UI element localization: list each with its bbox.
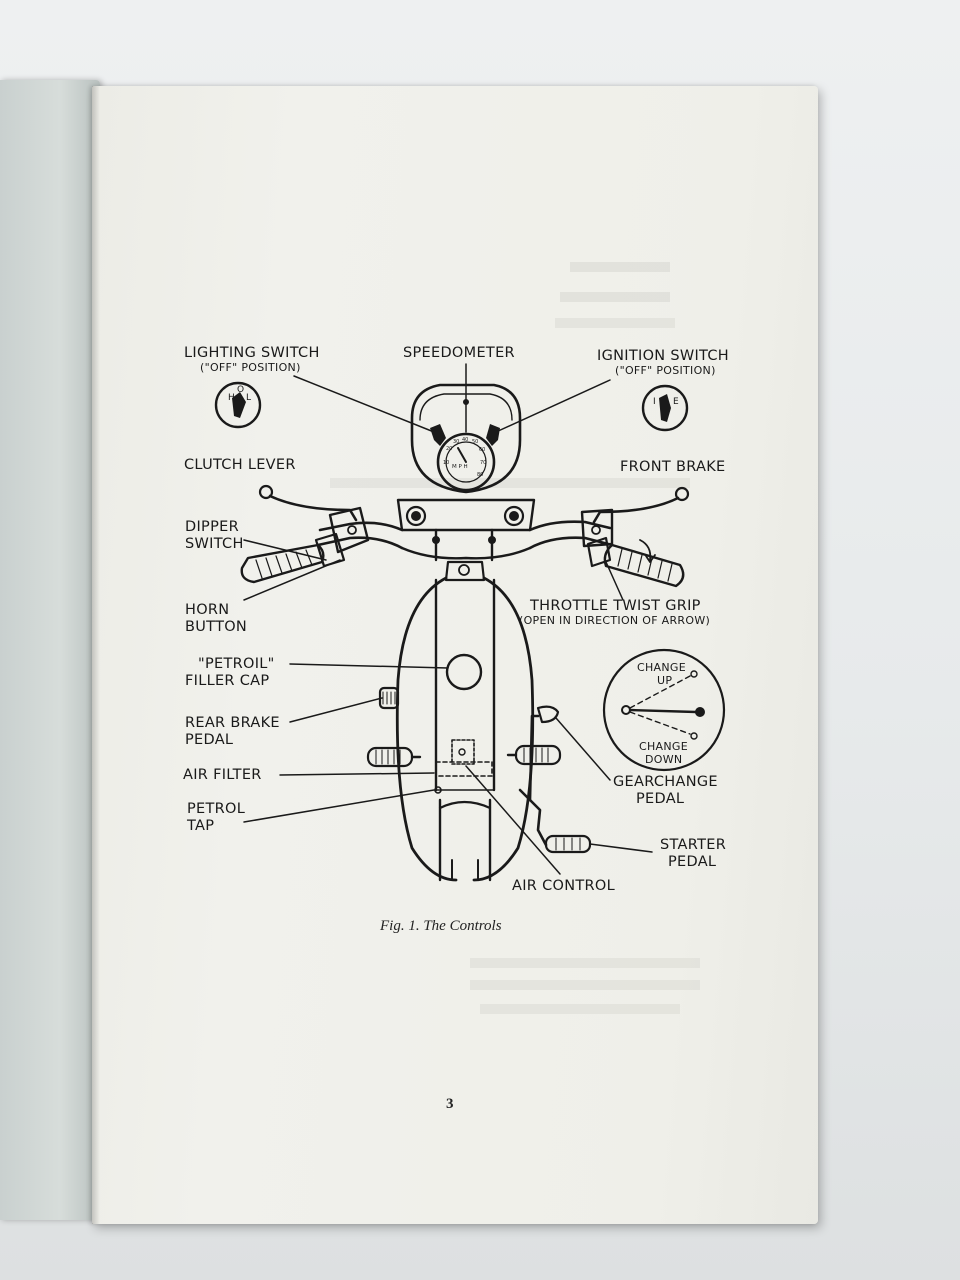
speedo-tick-80: 80 bbox=[477, 472, 483, 478]
label-dipper-switch-2: SWITCH bbox=[185, 536, 244, 552]
label-petrol-tap-1: PETROL bbox=[187, 801, 246, 817]
speedo-unit: M P H bbox=[452, 464, 468, 470]
handlebar-clamp bbox=[396, 498, 536, 532]
label-change-down-2: DOWN bbox=[645, 753, 683, 766]
front-fork bbox=[438, 798, 492, 882]
label-rear-brake-1: REAR BRAKE bbox=[185, 715, 280, 731]
label-gearchange-2: PEDAL bbox=[636, 791, 685, 807]
speedo-tick-60: 60 bbox=[479, 447, 485, 453]
lighting-switch-letter-o: O bbox=[237, 385, 244, 395]
speedometer-nacelle: M P H 20 30 40 50 60 70 10 80 bbox=[410, 383, 522, 494]
label-petroil-2: FILLER CAP bbox=[185, 673, 270, 689]
lighting-switch-letter-l: L bbox=[246, 393, 251, 403]
label-ignition-switch-position: ("OFF" POSITION) bbox=[615, 364, 716, 377]
label-lighting-switch-position: ("OFF" POSITION) bbox=[200, 361, 301, 374]
speedo-tick-70: 70 bbox=[480, 460, 486, 466]
label-change-down-1: CHANGE bbox=[639, 740, 688, 753]
label-throttle-direction: (OPEN IN DIRECTION OF ARROW) bbox=[519, 614, 711, 627]
label-dipper-switch-1: DIPPER bbox=[185, 519, 239, 535]
label-air-filter: AIR FILTER bbox=[183, 767, 262, 783]
lighting-switch-letter-h: H bbox=[228, 393, 235, 403]
figure-caption: Fig. 1. The Controls bbox=[380, 918, 502, 934]
label-petrol-tap-2: TAP bbox=[187, 818, 215, 834]
ignition-switch-letter-e: E bbox=[673, 397, 679, 407]
speedo-tick-30: 30 bbox=[453, 439, 459, 445]
speedo-tick-50: 50 bbox=[472, 439, 478, 445]
petroil-filler-cap bbox=[445, 653, 483, 691]
leg-shield bbox=[395, 528, 535, 882]
gear-change-indicator bbox=[602, 648, 726, 772]
label-starter-1: STARTER bbox=[660, 837, 727, 853]
label-air-control: AIR CONTROL bbox=[512, 878, 615, 894]
label-horn-button-2: BUTTON bbox=[185, 619, 248, 635]
label-throttle-twist-grip: THROTTLE TWIST GRIP bbox=[530, 598, 701, 614]
ignition-switch-icon: I E bbox=[641, 384, 689, 432]
label-front-brake: FRONT BRAKE bbox=[620, 459, 726, 475]
manual-page bbox=[92, 86, 818, 1224]
right-control-cluster bbox=[580, 486, 690, 588]
label-change-up-1: CHANGE bbox=[637, 661, 686, 674]
air-control-box bbox=[451, 739, 475, 765]
label-horn-button-1: HORN bbox=[185, 602, 230, 618]
label-gearchange-1: GEARCHANGE bbox=[613, 774, 718, 790]
label-petroil-1: "PETROIL" bbox=[198, 656, 275, 672]
label-starter-2: PEDAL bbox=[668, 854, 717, 870]
label-speedometer: SPEEDOMETER bbox=[403, 345, 515, 361]
starter-pedal bbox=[518, 788, 592, 854]
right-grip bbox=[603, 543, 685, 588]
air-filter-box bbox=[435, 761, 493, 777]
left-page-edge bbox=[0, 80, 100, 1220]
ignition-switch-letter-i: I bbox=[653, 397, 656, 407]
label-clutch-lever: CLUTCH LEVER bbox=[184, 457, 296, 473]
left-control-cluster bbox=[240, 484, 370, 584]
page-spine-shadow bbox=[92, 86, 100, 1224]
leader-lines bbox=[243, 363, 653, 875]
left-footrest bbox=[366, 746, 422, 768]
handlebars bbox=[316, 520, 614, 560]
right-footrest bbox=[506, 744, 562, 766]
page-number: 3 bbox=[446, 1096, 454, 1112]
left-grip bbox=[240, 543, 325, 584]
speedo-tick-20: 20 bbox=[446, 446, 452, 452]
speedo-tick-10: 10 bbox=[443, 460, 449, 466]
label-rear-brake-2: PEDAL bbox=[185, 732, 234, 748]
speedo-tick-40: 40 bbox=[462, 437, 468, 443]
gearchange-pedal bbox=[528, 705, 560, 802]
petrol-tap-icon bbox=[434, 786, 442, 794]
label-lighting-switch: LIGHTING SWITCH bbox=[184, 345, 320, 361]
label-ignition-switch: IGNITION SWITCH bbox=[597, 348, 729, 364]
lighting-switch-icon: H L O bbox=[214, 381, 262, 429]
label-change-up-2: UP bbox=[657, 674, 673, 687]
